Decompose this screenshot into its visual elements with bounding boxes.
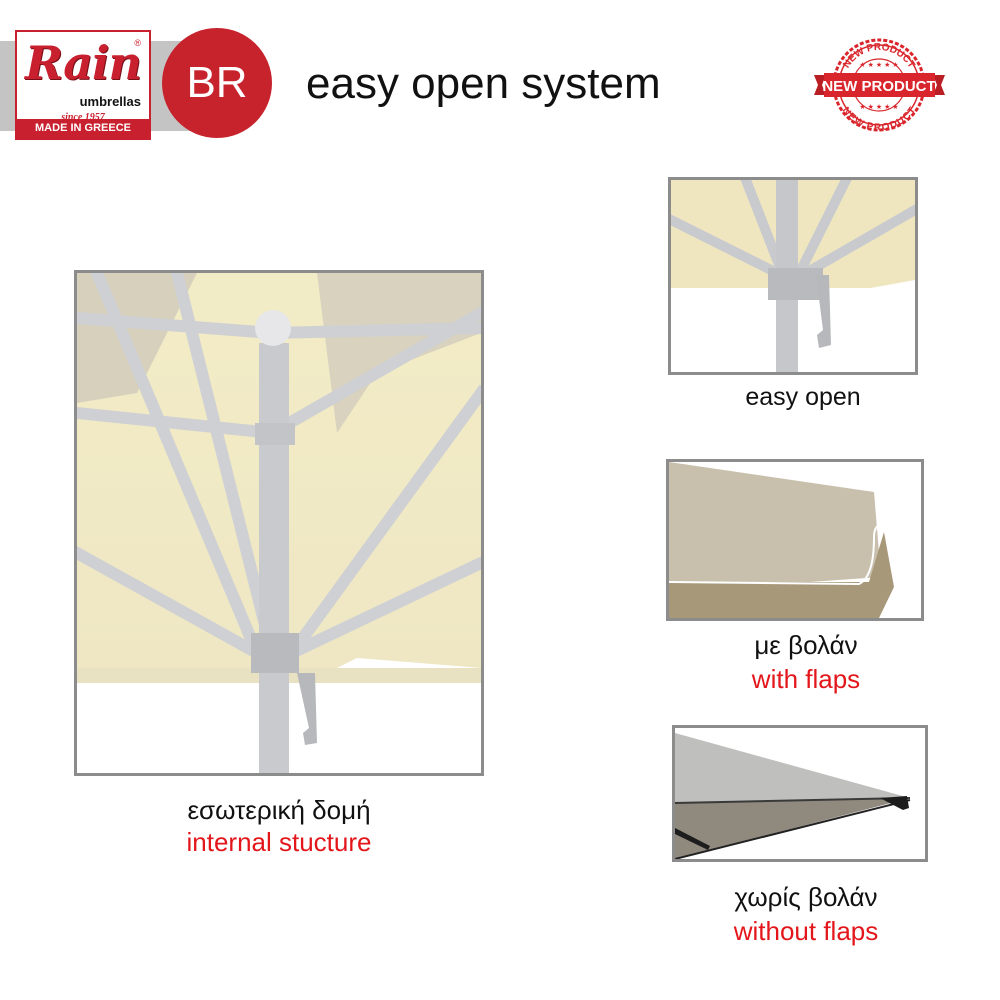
with-flaps-caption-greek: με βολάν <box>754 630 858 660</box>
without-flaps-photo <box>672 725 928 862</box>
rib-left <box>675 828 710 850</box>
hub-top <box>255 310 291 346</box>
logo-made-in-greece: MADE IN GREECE <box>17 119 149 138</box>
easy-open-hook-photo-icon <box>671 180 915 372</box>
easy-open-caption: easy open <box>745 383 861 411</box>
canopy-without-flaps-photo-icon <box>675 728 925 859</box>
logo-registered-mark: ® <box>134 38 141 48</box>
model-badge: BR <box>162 28 272 138</box>
hub-bottom <box>251 633 299 673</box>
hub <box>768 268 823 300</box>
easy-open-photo <box>668 177 918 375</box>
logo-subbrand-text: umbrellas <box>79 94 141 109</box>
canopy-top <box>675 733 910 803</box>
umbrella-ribs <box>671 180 915 277</box>
easy-open-hook <box>297 673 317 745</box>
page-title: easy open system <box>306 59 661 108</box>
rain-umbrellas-logo: Rain ® umbrellas since 1957 MADE IN GREE… <box>15 30 151 140</box>
canopy-shadow-right <box>317 273 481 433</box>
internal-structure-photo <box>74 270 484 776</box>
with-flaps-caption-english: with flaps <box>751 664 861 694</box>
stamp-ribbon-right-tail <box>933 75 945 95</box>
canopy-top <box>669 462 881 592</box>
stamp-banner <box>824 73 935 97</box>
rib-tip <box>880 796 909 810</box>
umbrella-internal-structure-photo-icon <box>77 273 481 773</box>
stamp-banner-text: NEW PRODUCT <box>822 78 935 95</box>
with-flaps-photo <box>666 459 924 621</box>
stamp-ribbon-left-tail <box>814 75 826 95</box>
easy-open-hook <box>816 275 831 348</box>
canopy-edge <box>675 797 911 804</box>
without-flaps-caption-greek: χωρίς βολάν <box>734 882 878 912</box>
new-product-stamp-icon: NEW PRODUCT NEW PRODUCT NEW PRODUCT ★ ★ … <box>814 38 945 134</box>
logo-brand-text: Rain <box>24 36 142 90</box>
flap-edge-piping <box>669 523 885 586</box>
stamp-stars-top: ★ ★ ★ ★ ★ <box>859 61 898 69</box>
rib-edge <box>675 799 911 859</box>
umbrella-ribs <box>77 273 481 662</box>
internal-structure-caption-english: internal stucture <box>186 827 372 857</box>
hub-middle <box>255 423 295 445</box>
umbrella-pole <box>259 343 289 773</box>
logo-since-text: since 1957 <box>61 112 105 123</box>
flap-underside <box>669 532 894 618</box>
stamp-stars-bottom: ★ ★ ★ ★ ★ <box>859 103 898 111</box>
internal-structure-caption-greek: εσωτερική δομή <box>187 795 371 825</box>
without-flaps-caption-english: without flaps <box>733 916 879 946</box>
canopy-with-flaps-photo-icon <box>669 462 921 618</box>
